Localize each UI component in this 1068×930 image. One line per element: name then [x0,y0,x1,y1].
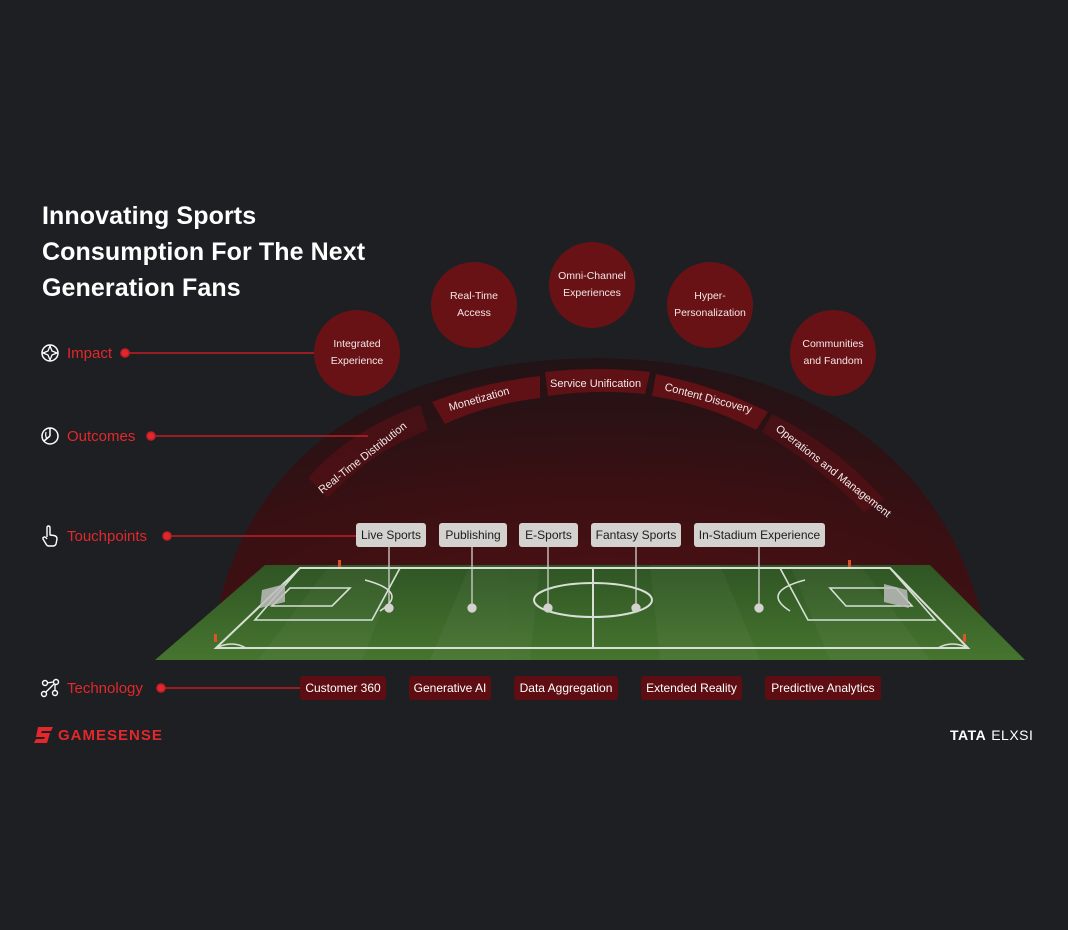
title-line: Consumption For The Next [42,238,366,266]
tata-wordmark: TATA [950,727,987,743]
layer-label-touchpoints: Touchpoints [67,527,148,545]
impact-line: Communities [802,338,864,350]
corner-flags [214,560,966,642]
leader-lines [120,348,368,693]
touchpoint-pins [384,547,764,613]
tech-generative-ai: Generative AI [409,676,491,700]
impact-line: Integrated [333,338,381,350]
impact-line: Experiences [563,287,621,299]
impact-line: Hyper- [694,290,726,302]
layer-label-impact: Impact [67,344,113,362]
impact-line: and Fandom [803,355,863,367]
gamesense-logo: GAMESENSE [34,726,163,744]
outcome-segment-realtime-band [308,405,428,498]
impact-line: Access [457,307,491,319]
outcome-segment-content [652,374,768,430]
tata-elxsi-logo: TATA ELXSI [950,727,1033,743]
touchpoint-fantasy-sports: Fantasy Sports [591,523,681,547]
touchpoint-esports: E-Sports [519,523,578,547]
title-line: Innovating Sports [42,202,257,230]
title-line: Generation Fans [42,274,241,302]
impact-circle: Hyper- Personalization [667,262,753,348]
layer-label-outcomes: Outcomes [67,427,136,445]
touchpoint-live-sports: Live Sports [356,523,426,547]
impact-circle: Integrated Experience [314,310,400,396]
outcome-segment-service [545,369,650,396]
tech-customer-360: Customer 360 [300,676,386,700]
gamesense-wordmark: GAMESENSE [58,726,163,744]
tap-hand-icon [42,525,58,547]
impact-circle: Real-Time Access [431,262,517,348]
touchpoint-in-stadium: In-Stadium Experience [694,523,825,547]
touchpoint-publishing: Publishing [439,523,507,547]
pitch [155,565,1025,660]
impact-circle: Omni-Channel Experiences [549,242,635,328]
impact-line: Real-Time [449,290,499,302]
pitch-lines [213,567,971,649]
impact-line: Experience [330,355,384,367]
outcome-segment-monetization [432,376,540,424]
impact-line: Omni-Channel [558,270,626,282]
goals [260,584,909,608]
tech-predictive-analytics: Predictive Analytics [765,676,881,700]
layer-touchpoints: Touchpoints [40,524,147,548]
elxsi-wordmark: ELXSI [991,727,1034,743]
pie-chart-icon [41,427,59,445]
tech-extended-reality: Extended Reality [641,676,742,700]
layer-label-technology: Technology [67,679,143,697]
page-title: Innovating Sports Consumption For The Ne… [42,198,442,306]
impact-circle: Communities and Fandom [790,310,876,396]
outcome-arc-segments [308,369,884,512]
outcome-segment-operations-band [762,414,884,512]
layer-technology: Technology [40,676,143,700]
tech-data-aggregation: Data Aggregation [514,676,618,700]
outcome-label: Service Unification [550,378,641,390]
layer-impact: Impact [40,341,112,365]
layer-outcomes: Outcomes [40,424,135,448]
impact-line: Personalization [674,307,746,319]
nodes-icon [40,678,60,698]
gamesense-mark-icon [34,727,53,743]
compass-star-icon [41,344,59,362]
